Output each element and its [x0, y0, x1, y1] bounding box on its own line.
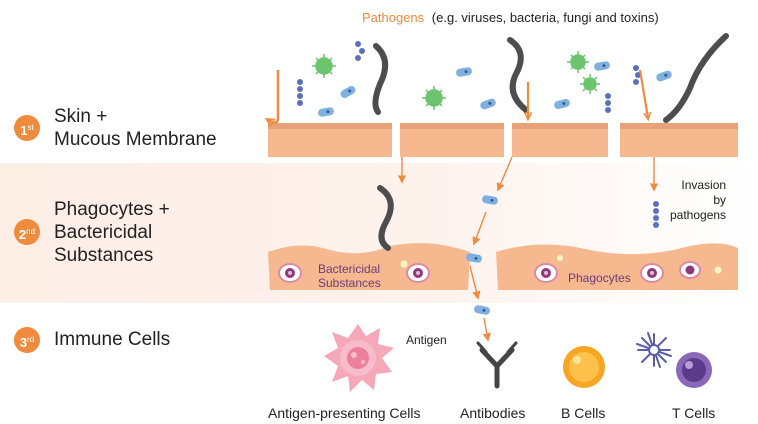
invasion-label: Invasion by pathogens [670, 178, 727, 222]
caption-antibodies: Antibodies [460, 405, 526, 421]
bactericidal-substances-label: Bactericidal Substances [318, 262, 381, 290]
tier-2-line-3: Substances [54, 245, 154, 266]
pathogens-title: Pathogens (e.g. viruses, bacteria, fungi… [362, 10, 659, 25]
t-cell-icon [676, 352, 712, 388]
bacteria [318, 61, 672, 315]
skin-layer [268, 123, 738, 157]
phagocytes [278, 254, 723, 283]
antigen-presenting-cell-icon [324, 324, 394, 392]
tier-2-badge: 2nd [14, 219, 40, 245]
tier-3-line-1: Immune Cells [54, 329, 171, 350]
tier-1-badge: 1st [14, 115, 40, 141]
tier-2-label: Phagocytes + Bactericidal Substances [54, 198, 170, 267]
pathogens-examples: (e.g. viruses, bacteria, fungi and toxin… [431, 10, 659, 25]
viruses [312, 51, 600, 110]
caption-antigen-presenting-cells: Antigen-presenting Cells [268, 405, 421, 421]
tier-1-line-1: Skin + [54, 106, 108, 127]
tier-2-line-1: Phagocytes + [54, 199, 170, 220]
caption-t-cells: T Cells [672, 405, 716, 421]
tier-1-line-2: Mucous Membrane [54, 129, 217, 150]
caption-b-cells: B Cells [561, 405, 606, 421]
cocci-chains [297, 41, 659, 228]
dendritic-star-icon [636, 332, 672, 368]
pathogens-label: Pathogens [362, 10, 425, 25]
tier-1-label: Skin + Mucous Membrane [54, 105, 217, 151]
tier-3-label: Immune Cells [54, 328, 170, 351]
antibody-icon [476, 341, 518, 389]
invasion-arrows [268, 69, 659, 342]
b-cell-icon [563, 346, 605, 388]
tier-3-badge: 3rd [14, 327, 40, 353]
parasites [372, 33, 729, 251]
phagocytes-label: Phagocytes [568, 271, 631, 285]
tier-2-line-2: Bactericidal [54, 222, 153, 243]
antigen-label: Antigen [406, 333, 447, 347]
